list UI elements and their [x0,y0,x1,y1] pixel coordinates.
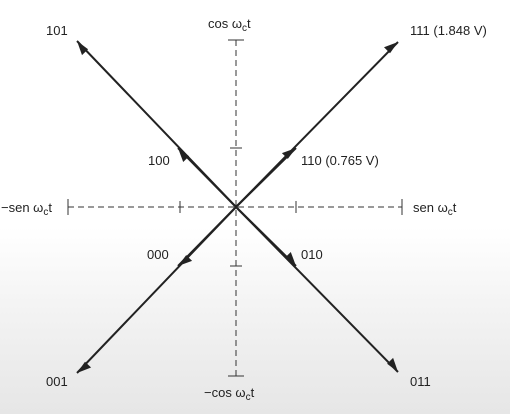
vector-110 [235,147,297,208]
arrowhead-001 [77,361,92,373]
vector-011 [235,206,399,373]
arrowhead-101 [77,41,89,56]
point-label-101: 101 [46,23,68,38]
axis-label-neg-sen: −sen ωct [1,200,52,218]
axis-label-sen: sen ωct [413,200,457,218]
point-label-110: 110 (0.765 V) [301,153,379,168]
vector-001 [76,206,237,374]
axis-label-neg-cos: −cos ωct [204,385,255,403]
arrowhead-110 [281,148,296,159]
axis-label-cos: cos ωct [208,16,251,34]
arrowhead-011 [387,357,398,372]
arrowhead-010 [284,252,296,266]
point-label-000: 000 [147,247,169,262]
point-label-010: 010 [301,247,323,262]
point-label-100: 100 [148,153,170,168]
vector-100 [177,147,237,208]
point-label-011: 011 [410,374,431,389]
point-label-111: 111 (1.848 V) [410,23,487,38]
arrowhead-111 [384,42,398,54]
point-label-001: 001 [46,374,68,389]
arrowhead-100 [178,148,190,162]
